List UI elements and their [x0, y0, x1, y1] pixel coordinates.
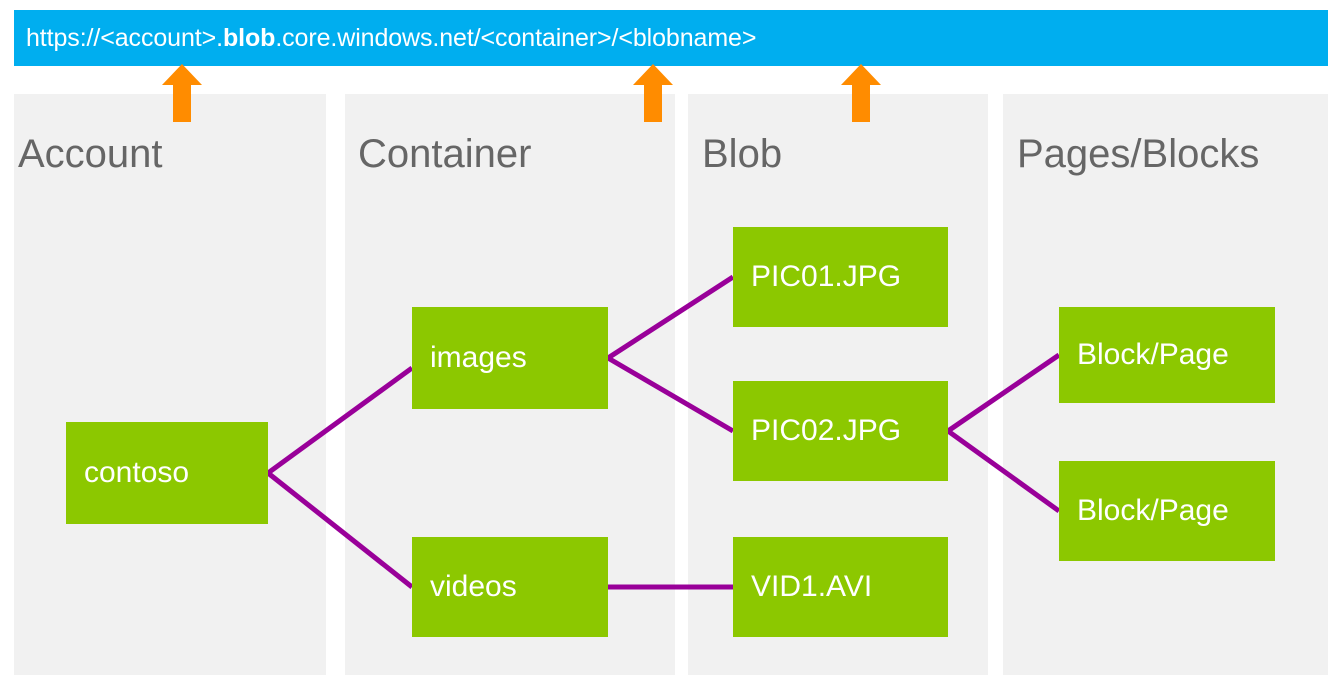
node-block-page-2[interactable]: Block/Page: [1059, 461, 1275, 561]
node-label: PIC02.JPG: [751, 414, 902, 447]
node-label: Block/Page: [1077, 338, 1229, 371]
url-blob-keyword: blob: [222, 24, 276, 52]
node-pic02-jpg[interactable]: PIC02.JPG: [733, 381, 948, 481]
node-vid1-avi[interactable]: VID1.AVI: [733, 537, 948, 637]
column-title-container: Container: [358, 132, 532, 176]
node-label: Block/Page: [1077, 494, 1229, 527]
node-label: images: [430, 341, 527, 374]
node-videos[interactable]: videos: [412, 537, 608, 637]
column-title-blob: Blob: [702, 132, 783, 176]
url-suffix: .core.windows.net/<container>/<blobname>: [275, 24, 757, 52]
node-contoso[interactable]: contoso: [66, 422, 268, 524]
panel-account: [14, 94, 326, 675]
node-label: contoso: [84, 456, 190, 489]
column-title-account: Account: [18, 132, 163, 176]
column-title-pages-blocks: Pages/Blocks: [1017, 132, 1260, 176]
node-label: VID1.AVI: [751, 570, 873, 603]
url-text: https://<account>.blob.core.windows.net/…: [26, 23, 756, 53]
arrow-to-blobname-icon: [841, 64, 881, 122]
node-images[interactable]: images: [412, 307, 608, 409]
url-prefix: https://<account>.: [26, 24, 223, 52]
node-block-page-1[interactable]: Block/Page: [1059, 307, 1275, 403]
node-pic01-jpg[interactable]: PIC01.JPG: [733, 227, 948, 327]
arrow-to-account-icon: [162, 64, 202, 122]
arrow-to-container-icon: [633, 64, 673, 122]
url-banner: https://<account>.blob.core.windows.net/…: [14, 10, 1328, 66]
node-label: videos: [430, 570, 517, 603]
node-label: PIC01.JPG: [751, 260, 902, 293]
